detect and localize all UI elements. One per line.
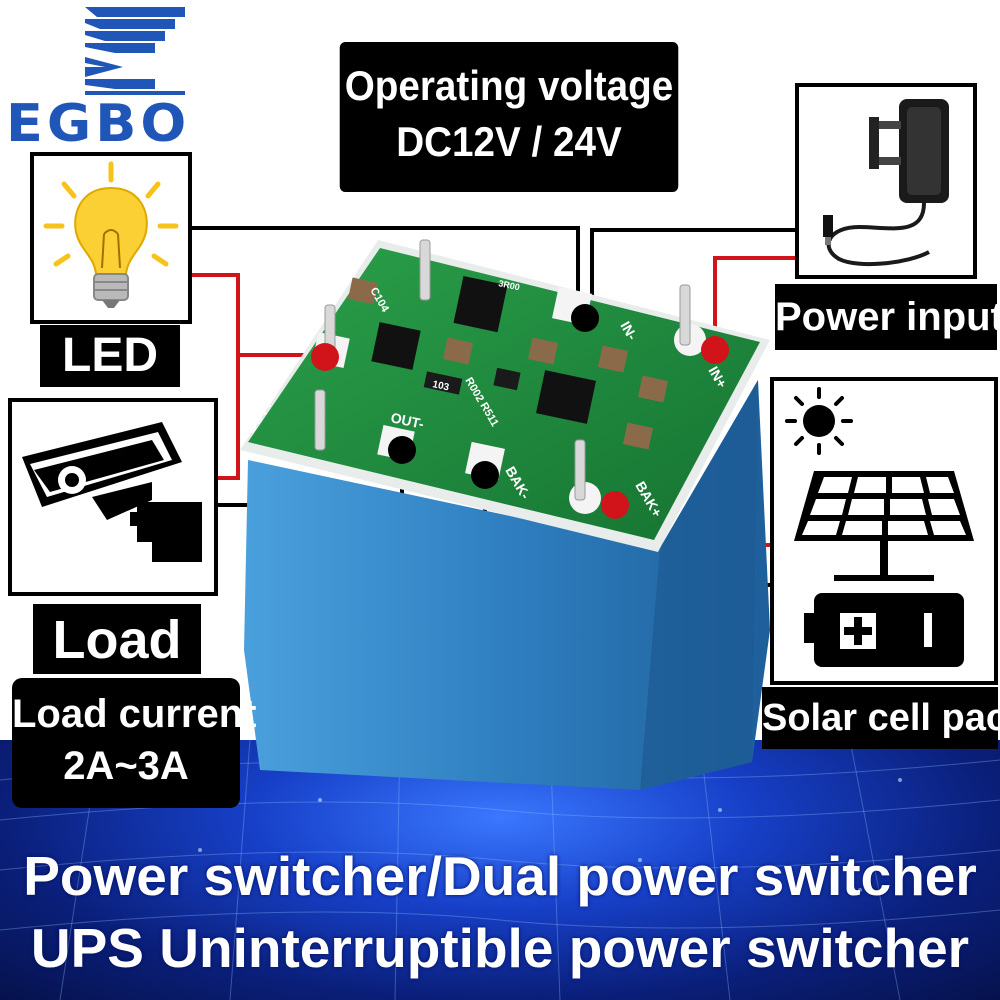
load-label: Load	[33, 604, 201, 674]
power-wire-black	[590, 228, 795, 305]
light-bulb-icon	[43, 161, 179, 308]
silk-103: 103	[431, 379, 450, 393]
camera-wire-red	[215, 355, 240, 480]
ic-chip-2	[371, 322, 421, 370]
footer-title: Power switcher/Dual power switcher UPS U…	[0, 840, 1000, 984]
power-input-panel	[795, 83, 977, 279]
solar-panel-icon	[794, 471, 974, 581]
egbo-logo	[85, 7, 185, 95]
security-camera-icon	[22, 422, 202, 562]
battery-icon	[804, 593, 964, 667]
led-wire-black	[192, 226, 580, 305]
header-line-2: DC12V / 24V	[396, 118, 622, 165]
load-current-label: Load current 2A~3A	[12, 678, 257, 808]
solar-cell-pack-label: Solar cell pack	[762, 687, 1000, 749]
load-panel	[8, 398, 218, 596]
footer-line-2: UPS Uninterruptible power switcher	[30, 917, 970, 979]
solar-battery-illustration	[785, 387, 974, 667]
operating-voltage-header: Operating voltage DC12V / 24V	[339, 42, 679, 192]
led-label: LED	[40, 325, 180, 387]
brand-name: EGBO	[6, 93, 191, 154]
sun-icon	[785, 387, 853, 455]
power-input-label: Power input	[775, 284, 1000, 350]
led-wire-red	[192, 273, 320, 357]
ic-chip-3	[535, 370, 597, 424]
silk-3r00: 3R00	[498, 278, 521, 292]
power-adapter-icon	[823, 99, 949, 267]
load-current-line-1: Load current	[12, 692, 257, 736]
ic-chip-1	[453, 275, 508, 333]
pcb-board	[248, 248, 760, 540]
module-case	[244, 380, 770, 790]
solar-panel	[770, 377, 998, 685]
silk-out-minus: OUT-	[389, 409, 425, 432]
footer-line-1: Power switcher/Dual power switcher	[23, 845, 977, 907]
led-panel	[30, 152, 192, 324]
power-switcher-module: OUT+ OUT- IN- IN+ BAK+ BAK- R511 C104 R0…	[240, 239, 770, 790]
power-wire-red	[713, 256, 795, 345]
load-current-line-2: 2A~3A	[63, 744, 189, 788]
header-line-1: Operating voltage	[344, 62, 674, 109]
